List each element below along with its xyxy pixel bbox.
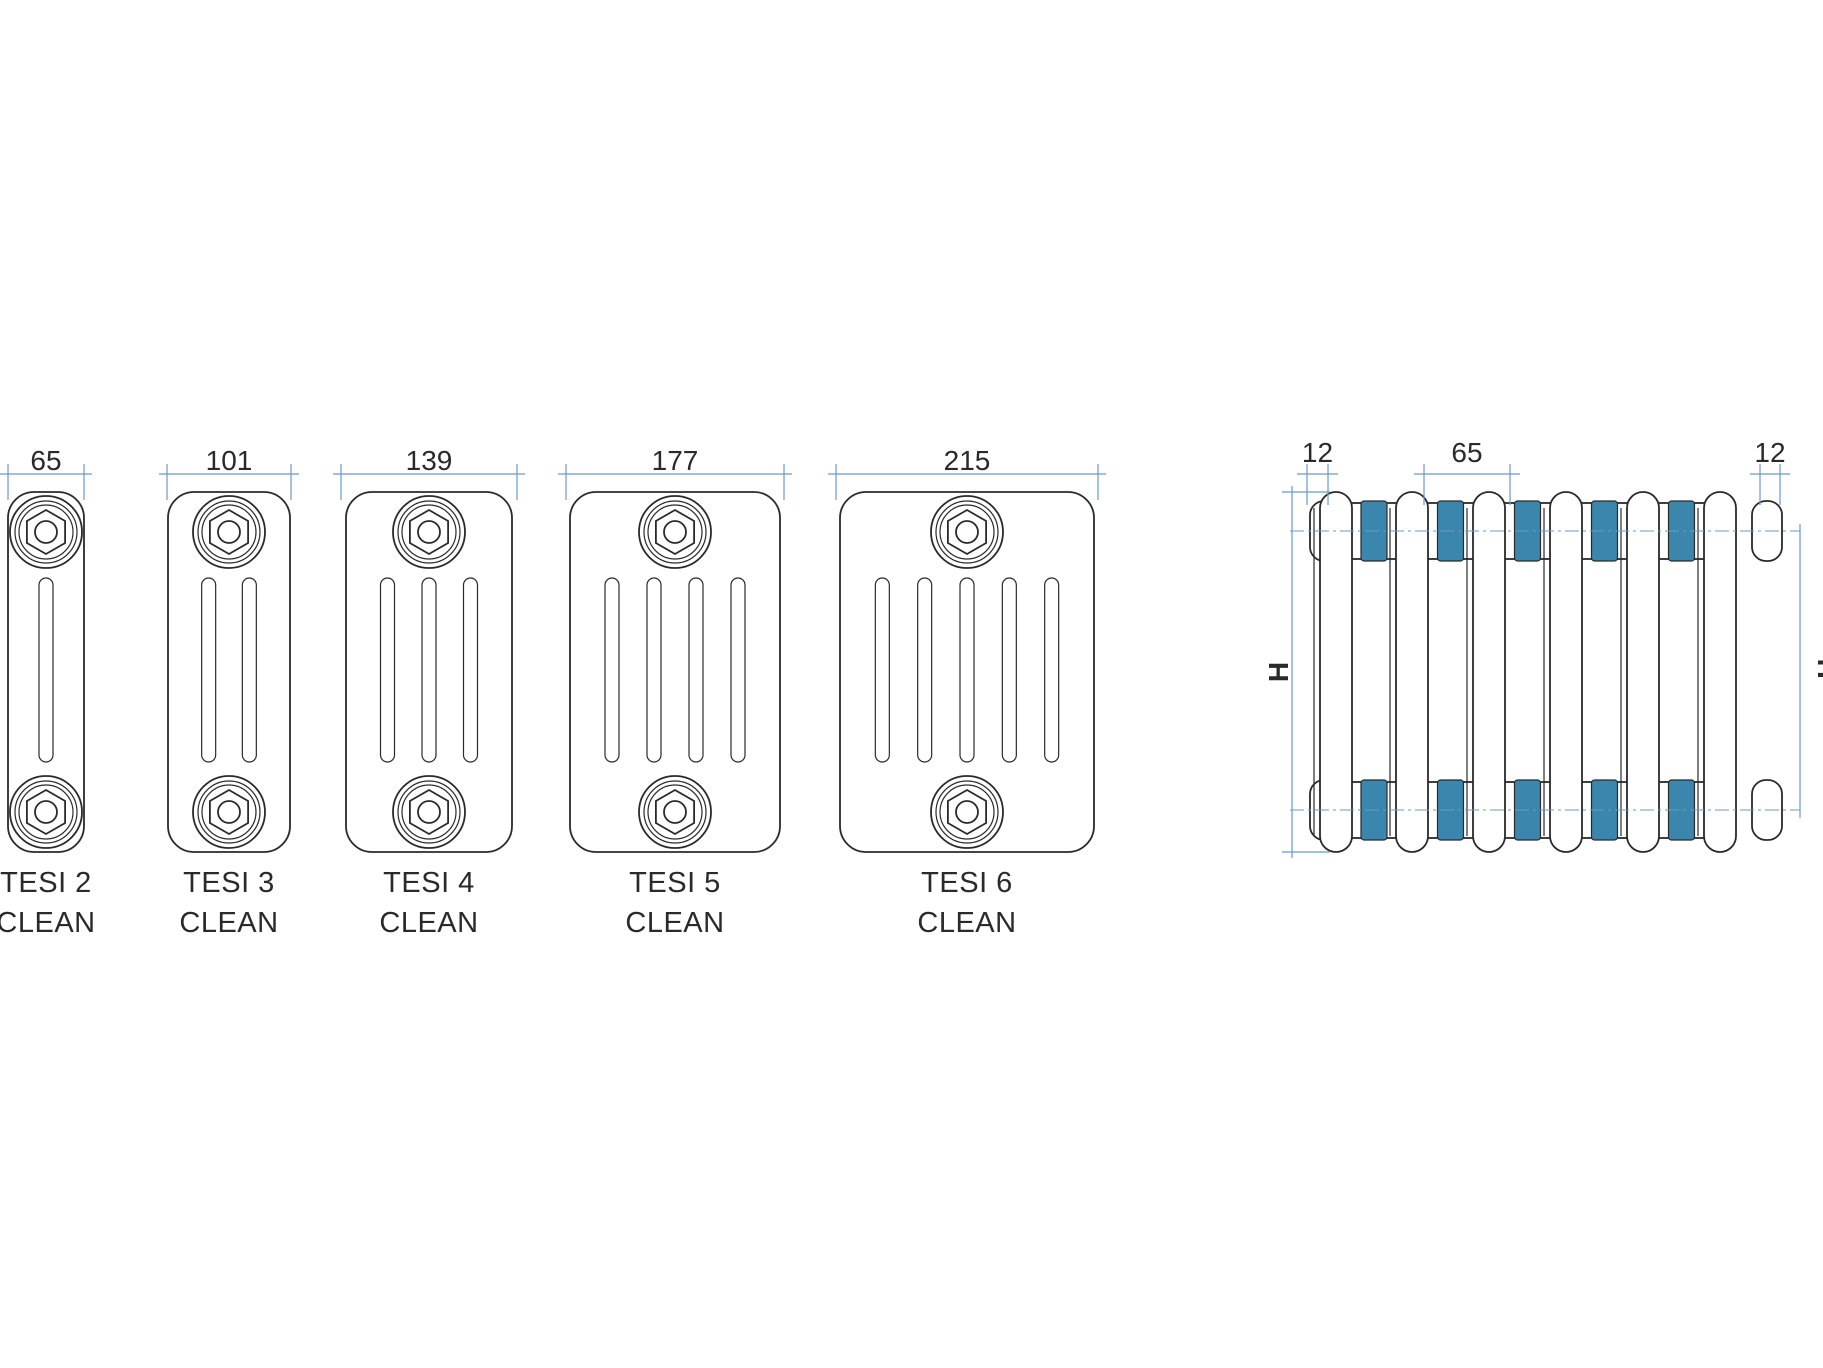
top-fitting-icon	[9, 495, 83, 569]
radiator-column	[1549, 491, 1583, 853]
column-slot	[874, 577, 890, 763]
column-slot	[959, 577, 975, 763]
width-dimension: 65	[0, 445, 92, 500]
width-dimension: 139	[333, 445, 525, 500]
width-label: 215	[944, 445, 991, 476]
column-slot	[421, 577, 437, 763]
model-variant: CLEAN	[179, 907, 278, 939]
end-cap-dimension-right: 12	[1750, 437, 1790, 505]
top-fitting-icon	[392, 495, 466, 569]
section-outline	[839, 491, 1095, 853]
end-cap-dimension-right-label: 12	[1754, 437, 1785, 468]
width-label: 101	[206, 445, 253, 476]
section-outline	[167, 491, 291, 853]
right-end-cap	[1751, 500, 1783, 841]
bottom-fitting-icon	[638, 775, 712, 849]
column-slot	[917, 577, 933, 763]
section-outline	[569, 491, 781, 853]
column-slot	[462, 577, 479, 763]
column-slot	[688, 577, 704, 763]
radiator-column	[1395, 491, 1429, 853]
height-label: H	[1263, 662, 1294, 682]
model-name: TESI 6	[921, 867, 1013, 899]
top-fitting-icon	[638, 495, 712, 569]
width-dimension: 177	[558, 445, 792, 500]
column-slot	[201, 577, 217, 763]
model-name: TESI 2	[0, 867, 92, 899]
column-slot	[730, 577, 746, 763]
model-variant: CLEAN	[0, 907, 96, 939]
column-slot	[604, 577, 620, 763]
front-view: 12 65 12H H'	[1263, 437, 1823, 858]
bottom-fitting-icon	[930, 775, 1004, 849]
width-label: 177	[652, 445, 699, 476]
end-cap-dimension-left-label: 12	[1302, 437, 1333, 468]
radiator-column	[1626, 491, 1660, 853]
column-slot	[379, 577, 396, 763]
width-dimension: 215	[828, 445, 1106, 500]
width-label: 65	[30, 445, 61, 476]
column-slot	[241, 577, 257, 763]
model-variant: CLEAN	[917, 907, 1016, 939]
model-name: TESI 3	[183, 867, 275, 899]
radiator-column	[1703, 491, 1737, 853]
column-slot	[38, 577, 54, 763]
radiator-column	[1472, 491, 1506, 853]
model-variant: CLEAN	[379, 907, 478, 939]
centre-distance-dimension: H'	[1799, 524, 1823, 818]
pitch-dimension-label: 65	[1451, 437, 1482, 468]
model-variant: CLEAN	[625, 907, 724, 939]
height-dimension: H	[1263, 486, 1330, 858]
column-slot	[646, 577, 662, 763]
column-slot	[1001, 577, 1017, 763]
bottom-fitting-icon	[9, 775, 83, 849]
column-slot	[1044, 577, 1060, 763]
width-label: 139	[406, 445, 453, 476]
bottom-fitting-icon	[192, 775, 266, 849]
centre-distance-label: H'	[1812, 659, 1823, 686]
pitch-dimension: 65	[1414, 437, 1520, 505]
model-name: TESI 4	[383, 867, 475, 899]
section-outline	[7, 491, 85, 853]
top-fitting-icon	[930, 495, 1004, 569]
radiator-column	[1319, 491, 1353, 853]
bottom-fitting-icon	[392, 775, 466, 849]
end-cap-dimension-left: 12	[1297, 437, 1338, 505]
top-fitting-icon	[192, 495, 266, 569]
width-dimension: 101	[159, 445, 299, 500]
model-name: TESI 5	[629, 867, 721, 899]
